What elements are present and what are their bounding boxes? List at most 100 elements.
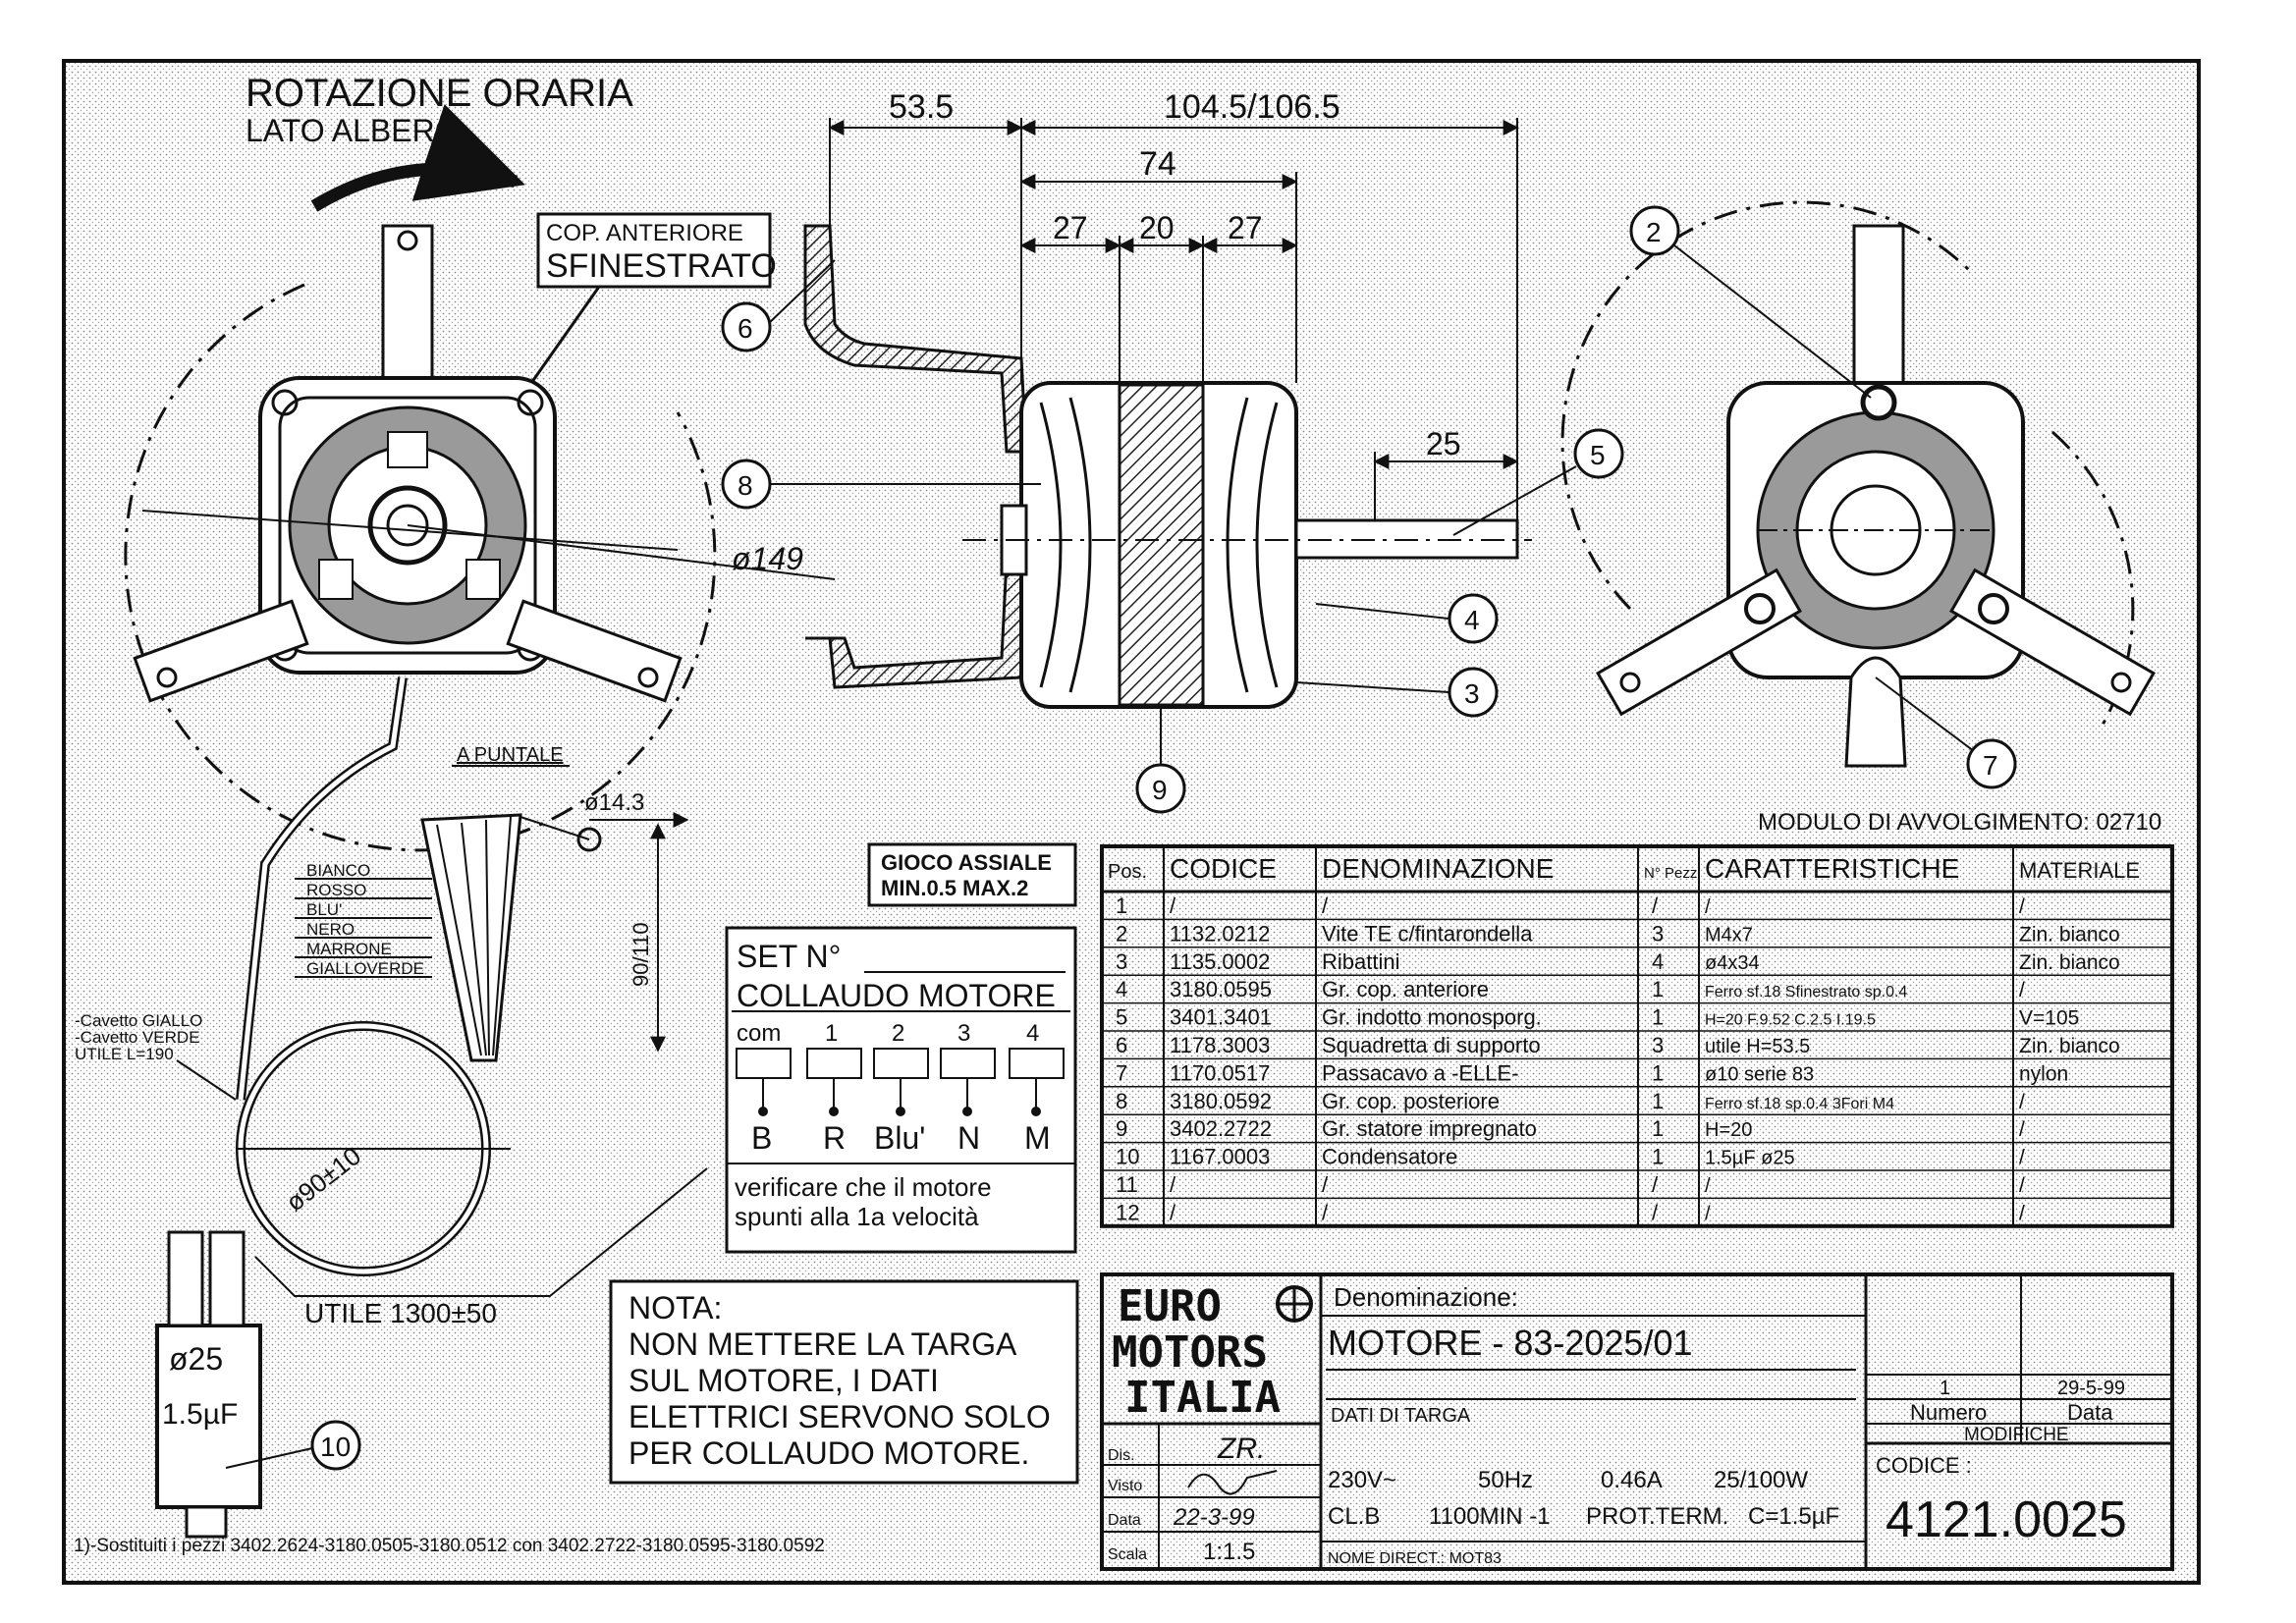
bom-cell: / (1652, 893, 1659, 918)
balloon-8 (721, 459, 772, 510)
bom-row: 12///// (1116, 1200, 2025, 1224)
fan-logo-icon (1276, 1285, 1313, 1323)
bom-cell: 10 (1116, 1145, 1139, 1169)
bom-cell: H=20 F.9.52 C.2.5 I.19.5 (1705, 1012, 1876, 1029)
bom-cell: / (2019, 1174, 2025, 1197)
logo-line: MOTORS (1112, 1327, 1268, 1378)
bom-cell: Vite TE c/fintarondella (1322, 921, 1533, 946)
set-letter: B (751, 1120, 772, 1156)
footnote: 1)-Sostituiti i pezzi 3402.2624-3180.050… (74, 1536, 825, 1556)
gioco-line2: MIN.0.5 MAX.2 (881, 876, 1028, 900)
dis-value: ZR. (1217, 1433, 1265, 1465)
set-letter: Blu' (874, 1120, 925, 1156)
set-col-head: com (737, 1020, 781, 1047)
set-letter: N (957, 1120, 980, 1156)
rotation-title: ROTAZIONE ORARIA (246, 72, 633, 115)
balloon-label: 5 (1590, 440, 1606, 470)
balloon-9 (1135, 763, 1186, 814)
balloon-label: 4 (1464, 605, 1480, 635)
denom-value: MOTORE - 83-2025/01 (1328, 1323, 1693, 1363)
title-block: EURO MOTORS ITALIA Dis. ZR. Visto Data 2… (1100, 1272, 2174, 1571)
balloon-label: 3 (1464, 678, 1480, 709)
set-col-head: 2 (892, 1020, 904, 1047)
bom-cell: / (1170, 1172, 1176, 1197)
set-letter: R (823, 1120, 846, 1156)
bom-cell: Squadretta di supporto (1322, 1033, 1541, 1057)
cop-label-line1: COP. ANTERIORE (546, 220, 743, 246)
bom-cell: 7 (1116, 1060, 1127, 1085)
bom-cell: 9 (1116, 1116, 1127, 1141)
balloon-label: 9 (1152, 775, 1168, 805)
bom-cell: / (1170, 893, 1176, 918)
bom-cell: 1178.3003 (1170, 1033, 1270, 1057)
data-label: Data (1108, 1512, 1141, 1529)
nota-line: PER COLLAUDO MOTORE. (629, 1435, 1029, 1471)
modulo-label: MODULO DI AVVOLGIMENTO: 02710 (1758, 809, 2161, 836)
bom-cell: 3 (1652, 1033, 1664, 1057)
bom-cell: Condensatore (1322, 1145, 1457, 1169)
balloon-6 (721, 301, 772, 352)
codice-label: CODICE : (1876, 1453, 1972, 1478)
bom-cell: 1 (1652, 1116, 1664, 1141)
bom-cell: / (1652, 1172, 1659, 1197)
bom-cell: / (1705, 1175, 1711, 1197)
modifiche-label: MODIFICHE (1964, 1425, 2069, 1445)
bom-cell: Gr. cop. posteriore (1322, 1089, 1500, 1113)
mod-date: 29-5-99 (2057, 1378, 2125, 1399)
spec-50hz: 50Hz (1478, 1467, 1533, 1493)
bom-cell: Zin. bianco (2019, 1035, 2120, 1057)
bom-cell: Ribattini (1322, 949, 1399, 974)
bom-cell: 3402.2722 (1170, 1116, 1272, 1141)
bom-cell: 3 (1652, 921, 1664, 946)
wire-label: NERO (306, 920, 355, 939)
bom-header-cell: CODICE (1170, 853, 1277, 884)
bom-cell: 1 (1652, 977, 1664, 1001)
bom-cell: 4 (1116, 977, 1127, 1001)
wire-color-list: BIANCO ROSSO BLU' NERO MARRONE GIALLOVER… (295, 861, 432, 978)
nota-line: ELETTRICI SERVONO SOLO (629, 1399, 1051, 1434)
bom-cell: 1 (1652, 1005, 1664, 1030)
side-view-balloons: 6 8 4 3 5 9 (721, 259, 1624, 814)
capacitor-diameter: ø25 (169, 1341, 223, 1377)
bom-cell: 5 (1116, 1005, 1127, 1030)
spec-class: CL.B (1328, 1503, 1380, 1530)
bom-cell: 4 (1652, 949, 1664, 974)
bom-cell: 1170.0517 (1170, 1060, 1270, 1085)
balloon-label: 7 (1983, 750, 1998, 781)
bom-cell: 1 (1652, 1089, 1664, 1113)
dim-d27b: 27 (1228, 210, 1263, 245)
cavetto-label-3: UTILE L=190 (75, 1045, 174, 1063)
balloon-label: 8 (738, 470, 753, 501)
wire-label: MARRONE (306, 940, 392, 958)
dim-d20: 20 (1139, 210, 1175, 245)
bom-cell: / (1322, 893, 1329, 918)
set-col-head: 4 (1026, 1020, 1039, 1047)
visto-label: Visto (1108, 1478, 1142, 1494)
set-col-head: 1 (825, 1020, 838, 1047)
bom-cell: Gr. indotto monosporg. (1322, 1005, 1542, 1030)
front-view (124, 224, 836, 852)
bom-cell: / (2019, 1091, 2025, 1113)
bom-cell: / (1322, 1200, 1329, 1224)
numero-label: Numero (1910, 1400, 1987, 1425)
rotation-subtitle: LATO ALBERO (246, 113, 460, 148)
dis-label: Dis. (1108, 1447, 1135, 1464)
cavetto-label-2: -Cavetto VERDE (75, 1028, 200, 1047)
bom-cell: Zin. bianco (2019, 923, 2120, 946)
spec-rpm: 1100MIN -1 (1429, 1503, 1551, 1530)
bom-cell: 6 (1116, 1033, 1127, 1057)
bom-cell: V=105 (2019, 1007, 2079, 1030)
dim-d74: 74 (1139, 145, 1176, 183)
side-view (803, 118, 1532, 709)
logo-line: EURO (1118, 1281, 1222, 1331)
dim-d53: 53.5 (889, 88, 954, 126)
bom-cell: 1 (1652, 1145, 1664, 1169)
bom-cell: 11 (1116, 1172, 1138, 1197)
bom-header-cell: Pos. (1108, 861, 1147, 883)
